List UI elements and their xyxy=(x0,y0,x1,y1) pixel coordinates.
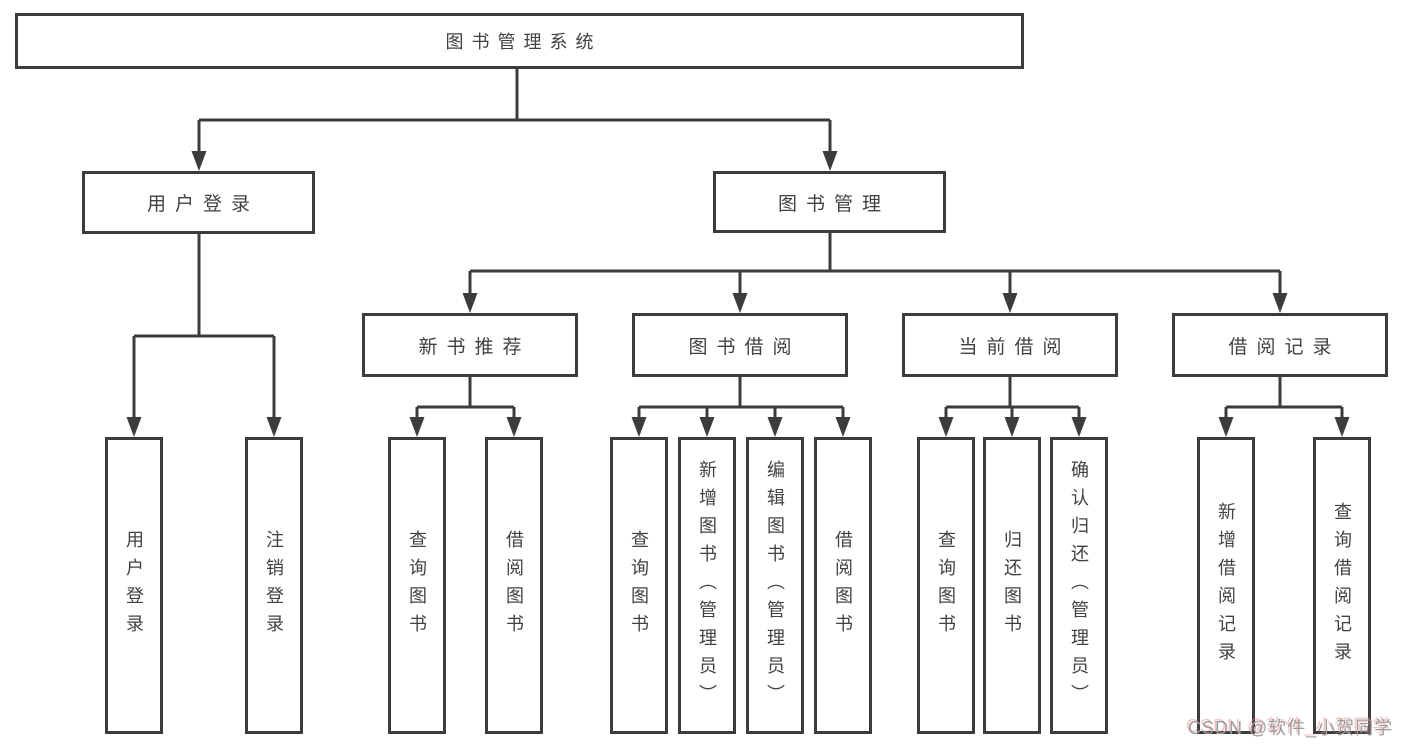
node-label: 借阅图书 xyxy=(504,529,524,642)
arrow-icon xyxy=(767,417,783,437)
arrow-icon xyxy=(835,417,851,437)
leaf-edit-book-admin: 编辑图书（管理员） xyxy=(746,437,804,734)
node-new-book-recommend: 新书推荐 xyxy=(362,313,578,377)
connector-wires xyxy=(132,68,1344,421)
node-book-management: 图书管理 xyxy=(713,171,946,233)
node-label: 新增借阅记录 xyxy=(1216,501,1236,670)
node-label: 当前借阅 xyxy=(958,336,1071,358)
node-book-borrow: 图书借阅 xyxy=(632,313,848,377)
arrow-icon xyxy=(409,417,425,437)
node-label: 查询图书 xyxy=(936,529,956,642)
leaf-query-book-borrow: 查询图书 xyxy=(610,437,668,734)
node-label: 图书借阅 xyxy=(688,336,801,358)
leaf-logout: 注销登录 xyxy=(245,437,303,734)
arrow-icon xyxy=(1218,417,1234,437)
leaf-borrow-book-recommend: 借阅图书 xyxy=(485,437,543,734)
leaf-borrow-book: 借阅图书 xyxy=(814,437,872,734)
node-label: 编辑图书（管理员） xyxy=(765,459,785,712)
node-user-login: 用户登录 xyxy=(82,171,315,234)
node-label: 归还图书 xyxy=(1002,529,1022,642)
leaf-user-login: 用户登录 xyxy=(105,437,163,734)
node-label: 新增图书（管理员） xyxy=(697,459,717,712)
leaf-query-book-current: 查询图书 xyxy=(917,437,975,734)
arrow-icon xyxy=(732,293,748,313)
node-label: 查询借阅记录 xyxy=(1332,501,1352,670)
leaf-confirm-return-admin: 确认归还（管理员） xyxy=(1050,437,1108,734)
arrow-icon xyxy=(506,417,522,437)
arrow-icon xyxy=(699,417,715,437)
arrow-icon xyxy=(938,417,954,437)
node-label: 新书推荐 xyxy=(418,336,531,358)
arrow-icon xyxy=(1002,293,1018,313)
arrow-icon xyxy=(191,151,207,171)
arrow-icon xyxy=(462,293,478,313)
node-label: 确认归还（管理员） xyxy=(1069,459,1089,712)
arrow-icon xyxy=(1004,417,1020,437)
node-borrow-records: 借阅记录 xyxy=(1172,313,1388,377)
csdn-watermark: CSDN @软件_小贺同学 xyxy=(1188,718,1394,738)
node-label: 图书管理 xyxy=(777,193,890,215)
arrow-icon xyxy=(822,151,838,171)
node-label: 借阅图书 xyxy=(833,529,853,642)
node-current-borrow: 当前借阅 xyxy=(902,313,1118,377)
arrow-icon xyxy=(1334,417,1350,437)
leaf-query-book-recommend: 查询图书 xyxy=(388,437,446,734)
node-label: 借阅记录 xyxy=(1228,336,1341,358)
node-label: 图书管理系统 xyxy=(445,32,602,52)
node-label: 查询图书 xyxy=(407,529,427,642)
leaf-query-borrow-record: 查询借阅记录 xyxy=(1313,437,1371,734)
arrowheads xyxy=(126,151,1350,437)
arrow-icon xyxy=(1071,417,1087,437)
node-label: 查询图书 xyxy=(629,529,649,642)
arrow-icon xyxy=(631,417,647,437)
node-label: 用户登录 xyxy=(124,529,144,642)
arrow-icon xyxy=(1272,293,1288,313)
leaf-add-borrow-record: 新增借阅记录 xyxy=(1197,437,1255,734)
leaf-add-book-admin: 新增图书（管理员） xyxy=(678,437,736,734)
leaf-return-book: 归还图书 xyxy=(983,437,1041,734)
node-label: 用户登录 xyxy=(146,194,259,215)
arrow-icon xyxy=(266,417,282,437)
node-library-system: 图书管理系统 xyxy=(15,13,1024,69)
node-label: 注销登录 xyxy=(264,529,284,642)
arrow-icon xyxy=(126,417,142,437)
